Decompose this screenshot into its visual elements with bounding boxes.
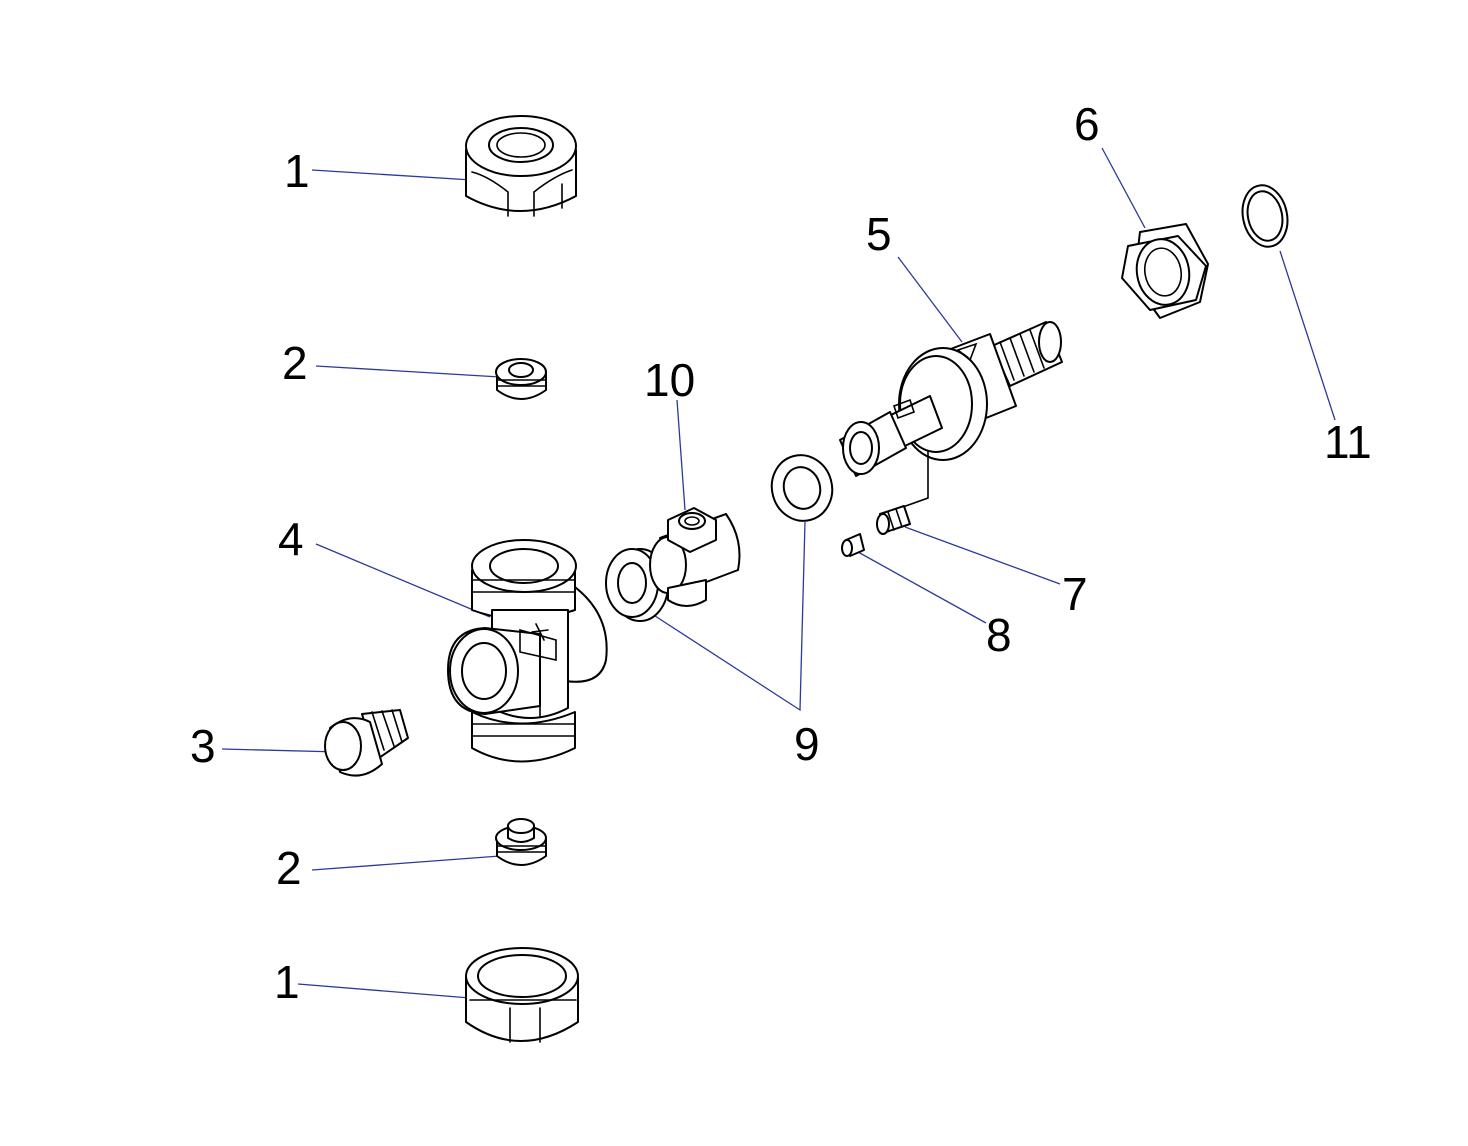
small-pin [841,533,865,557]
callout-labels: 1 2 3 4 5 6 7 8 9 10 11 2 1 [190,98,1372,1008]
callout-5: 5 [866,208,892,260]
leader-9 [651,521,806,712]
hex-nut [1121,223,1209,319]
leader-1-top [311,169,473,181]
nipple-top [495,358,547,400]
leader-11 [1279,250,1336,421]
nipple-bottom [495,818,547,866]
small-spring [876,505,911,535]
callout-1-top: 1 [284,145,310,197]
leader-7 [904,526,1061,585]
leader-5 [897,256,963,343]
callout-9: 9 [794,718,820,770]
cap-nut-top [465,115,577,217]
leader-2-bottom [311,855,501,871]
leader-2-top [315,365,501,378]
callout-3: 3 [190,720,216,772]
callout-11: 11 [1324,416,1372,468]
leader-6 [1101,147,1146,229]
o-ring [1241,184,1289,248]
plug-bolt [324,709,409,777]
callout-6: 6 [1074,98,1100,150]
ring-seal-right [770,454,834,522]
callout-7: 7 [1062,568,1088,620]
callout-1-bottom: 1 [274,956,300,1008]
spindle-stem [839,321,1063,509]
ring-seal-left [605,548,669,622]
leader-10 [676,399,686,511]
callout-2-bottom: 2 [276,842,302,894]
callout-10: 10 [644,354,695,406]
valve-insert [649,507,741,607]
callout-4: 4 [278,513,304,565]
cap-nut-bottom [465,947,579,1043]
leader-8 [857,551,987,624]
leader-1-bottom [297,983,471,999]
callout-2-top: 2 [282,337,308,389]
leader-3 [221,748,341,753]
leader-4 [315,543,491,618]
callout-8: 8 [986,609,1012,661]
tee-body [447,539,608,763]
leader-lines [221,147,1336,999]
